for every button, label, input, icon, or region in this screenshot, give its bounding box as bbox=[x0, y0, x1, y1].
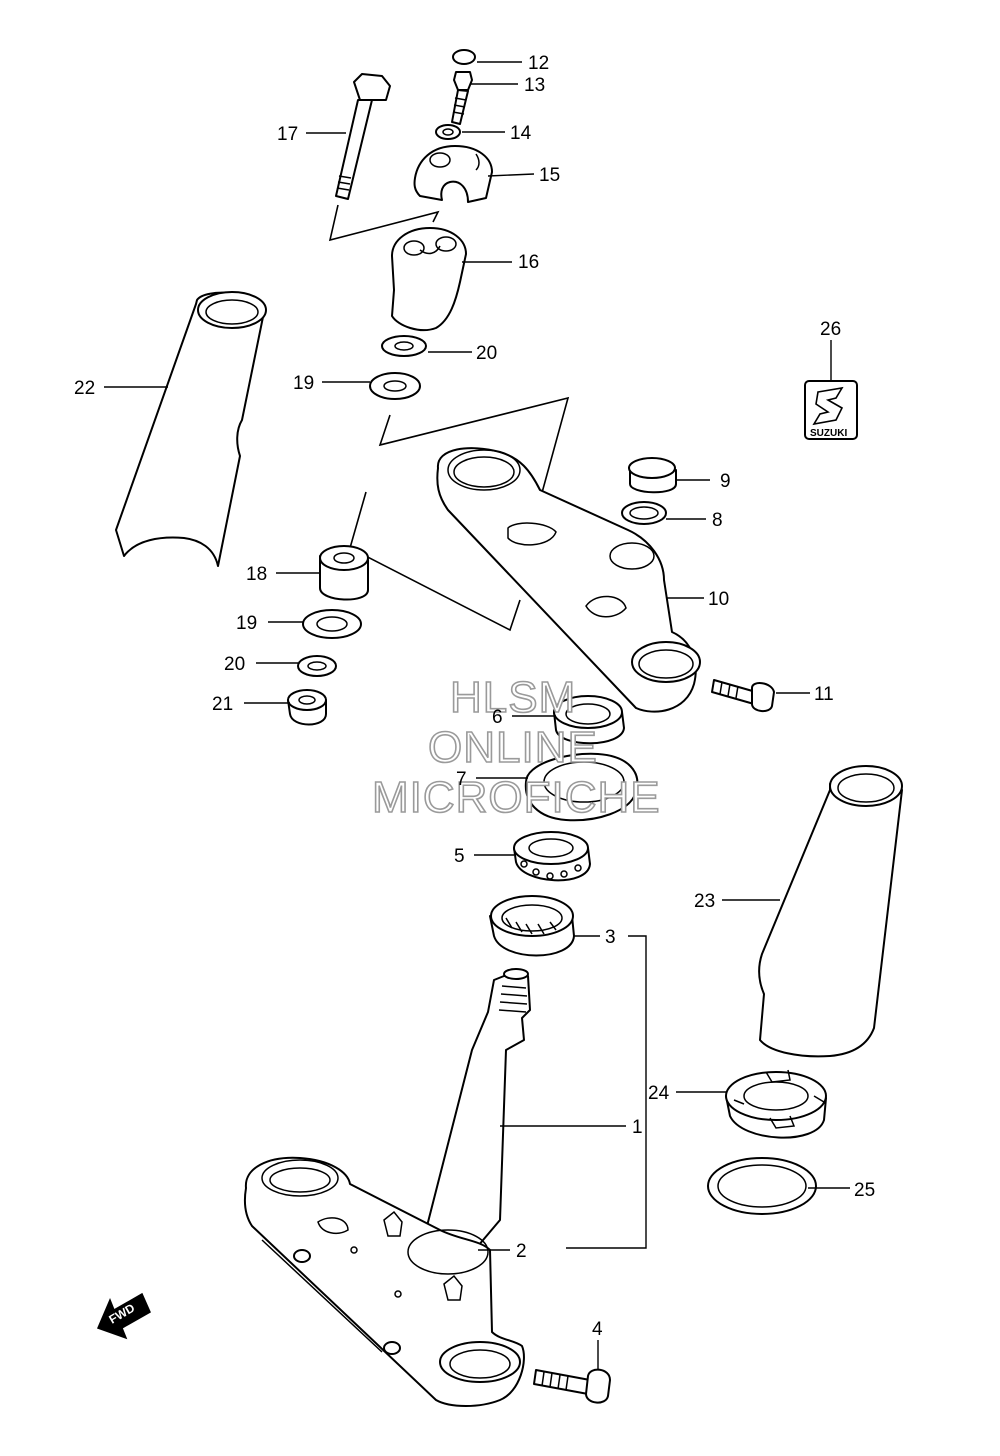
part-22-fork-cover-left bbox=[115, 291, 267, 567]
callout-22: 22 bbox=[74, 378, 95, 399]
callout-19-lower: 19 bbox=[236, 613, 257, 634]
alignment-zigzag-middle bbox=[378, 396, 570, 501]
part-18-spacer bbox=[319, 545, 369, 601]
part-4-bolt bbox=[533, 1368, 611, 1404]
callout-1: 1 bbox=[632, 1117, 643, 1138]
part-19-washer-lower bbox=[302, 609, 362, 639]
part-10-upper-bracket bbox=[436, 447, 701, 713]
part-24-stem-nut bbox=[725, 1069, 827, 1139]
callout-13: 13 bbox=[524, 75, 545, 96]
callout-2: 2 bbox=[516, 1241, 527, 1262]
callout-19-upper: 19 bbox=[293, 373, 314, 394]
part-6-dust-seal bbox=[553, 695, 625, 745]
part-11-bolt bbox=[711, 679, 775, 712]
watermark: HLSM ONLINE MICROFICHE bbox=[371, 672, 661, 823]
callout-25: 25 bbox=[854, 1180, 875, 1201]
watermark-line-3: MICROFICHE bbox=[372, 773, 661, 822]
callout-20-upper: 20 bbox=[476, 343, 497, 364]
callout-15: 15 bbox=[539, 165, 560, 186]
part-14-lock-washer bbox=[435, 124, 461, 140]
part-26-suzuki-emblem: SUZUKI bbox=[804, 380, 858, 440]
part-5-bearing bbox=[513, 831, 591, 882]
part-13-bolt bbox=[451, 71, 473, 125]
leader-lines bbox=[104, 61, 850, 1370]
callout-26: 26 bbox=[820, 319, 841, 340]
part-8-washer bbox=[621, 501, 667, 525]
callout-labels: 1 2 3 4 5 6 7 8 9 10 11 12 13 14 15 16 1… bbox=[74, 53, 875, 1340]
part-20-washer-lower bbox=[297, 655, 337, 677]
part-20-washer-upper bbox=[381, 335, 427, 357]
callout-11: 11 bbox=[814, 684, 834, 705]
callout-21: 21 bbox=[212, 694, 233, 715]
part-23-fork-cover-right bbox=[758, 765, 903, 1058]
callout-24: 24 bbox=[648, 1083, 670, 1104]
part-15-handlebar-holder-upper bbox=[413, 145, 493, 203]
part-16-handlebar-holder-lower bbox=[391, 227, 467, 332]
callout-7: 7 bbox=[456, 769, 467, 790]
part-7-cover bbox=[524, 752, 639, 822]
part-25-washer bbox=[707, 1157, 817, 1215]
part-12-cap bbox=[452, 49, 476, 65]
callout-23: 23 bbox=[694, 891, 715, 912]
callout-12: 12 bbox=[528, 53, 549, 74]
suzuki-s-logo-icon bbox=[812, 386, 844, 426]
callout-16: 16 bbox=[518, 252, 539, 273]
callout-20-lower: 20 bbox=[224, 654, 245, 675]
fwd-arrow-icon bbox=[96, 1292, 151, 1340]
emblem-text: SUZUKI bbox=[810, 428, 847, 439]
alignment-zigzag-top bbox=[328, 204, 440, 242]
part-1-steering-stem bbox=[243, 968, 531, 1407]
fwd-direction-badge: FWD bbox=[96, 1292, 151, 1340]
callout-17: 17 bbox=[277, 124, 298, 145]
callout-9: 9 bbox=[720, 471, 731, 492]
part-19-washer-upper bbox=[369, 372, 421, 400]
callout-18: 18 bbox=[246, 564, 267, 585]
part-21-nut bbox=[287, 689, 327, 726]
watermark-line-1: HLSM bbox=[450, 673, 576, 722]
callout-4: 4 bbox=[592, 1319, 603, 1340]
part-17-long-bolt bbox=[335, 73, 391, 200]
callout-10: 10 bbox=[708, 589, 729, 610]
part-3-bearing bbox=[489, 895, 575, 957]
alignment-zigzag-lower bbox=[349, 491, 521, 632]
callout-3: 3 bbox=[605, 927, 616, 948]
watermark-line-2: ONLINE bbox=[428, 723, 598, 772]
callout-6: 6 bbox=[492, 707, 503, 728]
part-9-cap-nut bbox=[628, 457, 677, 494]
callout-14: 14 bbox=[510, 123, 532, 144]
callout-8: 8 bbox=[712, 510, 723, 531]
callout-5: 5 bbox=[454, 846, 465, 867]
